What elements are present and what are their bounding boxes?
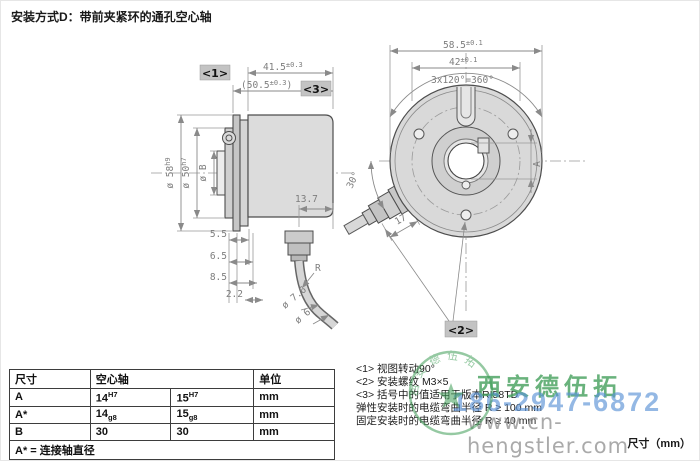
svg-text:A: A (532, 161, 543, 167)
dim-dia-bore: ø B (198, 150, 218, 196)
note-5: 固定安装时的电缆弯曲半径 R ≥ 40 mm (356, 415, 537, 427)
encoder-body (247, 114, 334, 218)
svg-text:R: R (315, 263, 321, 274)
dim-42: 42±0.1 (411, 56, 521, 101)
dim-13-7: 13.7 (295, 194, 334, 229)
cell-dim: B (9, 422, 91, 441)
dim-58-5: 58.5±0.1 (389, 39, 543, 153)
table-footnote: A* = 连接轴直径 (9, 439, 335, 460)
svg-text:8.5: 8.5 (210, 272, 227, 283)
table-row-Astar: A* 14g8 15g8 mm (9, 405, 335, 424)
dimension-table: 尺寸 空心轴 单位 A 14H7 15H7 mm A* 14g8 15g8 mm… (9, 369, 335, 460)
clamp-slot (456, 87, 476, 127)
table-header-row: 尺寸 空心轴 单位 (9, 369, 335, 389)
seal-text: 西安德伍拓 (407, 349, 478, 397)
bolt-circle (411, 106, 521, 216)
flange-plate (232, 114, 241, 232)
svg-text:6.5: 6.5 (210, 251, 227, 262)
cell-value: 14H7 (89, 388, 172, 407)
front-view: 17 (343, 39, 585, 338)
col-header-shaft: 空心轴 (89, 369, 255, 389)
hole-pattern-arc (389, 72, 543, 118)
svg-text:西安德伍拓: 西安德伍拓 (407, 349, 484, 397)
seal-star-icon (437, 383, 465, 408)
svg-text:5.5: 5.5 (210, 229, 227, 240)
col-header-unit: 单位 (253, 369, 335, 389)
hollow-bore (447, 142, 485, 180)
svg-text:2.2: 2.2 (226, 289, 243, 300)
watermark-company: 西安德伍拓 (477, 374, 622, 401)
callout-3: <3> (300, 80, 332, 97)
hollow-shaft (216, 150, 226, 196)
cell-value: 14g8 (89, 405, 172, 424)
col-header-dim: 尺寸 (9, 369, 91, 389)
cell-dim: A* (9, 405, 91, 424)
dim-A: A (471, 129, 543, 193)
note-3: <3> 括号中的值适用于版本RI58TD (356, 389, 519, 401)
mounting-holes (413, 128, 519, 221)
cell-dim: A (9, 388, 91, 407)
table-row-B: B 30 30 mm (9, 422, 335, 441)
svg-text:42±0.1: 42±0.1 (449, 56, 477, 68)
dim-17: 17 (393, 212, 408, 227)
clamp-screw-front (477, 137, 490, 154)
cell-value: 15g8 (170, 405, 255, 424)
clamp-screw (222, 131, 236, 145)
svg-text:(50.5±0.3): (50.5±0.3) (241, 79, 292, 91)
svg-text:ø 50h7: ø 50h7 (180, 157, 192, 188)
unit-note: 尺寸（mm） (627, 438, 691, 450)
dim-3x120: 3x120°=360° (431, 75, 494, 86)
svg-text:<2>: <2> (448, 324, 474, 337)
note-4: 弹性安装时的电缆弯曲半径 R ≥ 100 mm (356, 402, 543, 414)
page-title: 安装方式D：带前夹紧环的通孔空心轴 (11, 10, 212, 24)
svg-text:58.5±0.1: 58.5±0.1 (443, 39, 483, 51)
svg-text:ø B: ø B (198, 164, 209, 181)
cable-gland-side (284, 230, 314, 262)
svg-text:ø 58h9: ø 58h9 (164, 157, 176, 188)
note-2: <2> 安装螺纹 M3×5 (356, 376, 449, 388)
callout-1: <1> (199, 64, 231, 81)
cell-unit: mm (253, 422, 335, 441)
notes-block: <1> 视图转动90° <2> 安装螺纹 M3×5 <3> 括号中的值适用于版本… (356, 363, 696, 428)
dim-steps: 5.5 6.5 8.5 2.2 (210, 229, 263, 304)
watermark-website: www.cn-hengstler.com (467, 410, 630, 458)
side-view: 41.5±0.3 (50.5±0.3) <1> <3> ø (151, 61, 353, 330)
cell-unit: mm (253, 405, 335, 424)
svg-text:41.5±0.3: 41.5±0.3 (263, 61, 303, 73)
cell-value: 30 (170, 422, 255, 441)
cell-value: 15H7 (170, 388, 255, 407)
svg-text:<1>: <1> (202, 67, 228, 80)
callout-2: <2> (384, 221, 478, 338)
dim-dia-58: ø 58h9 (164, 114, 233, 232)
dim-dia-50: ø 50h7 (180, 127, 225, 219)
table-row-A: A 14H7 15H7 mm (9, 388, 335, 407)
svg-text:<3>: <3> (303, 83, 329, 96)
flange-step (239, 119, 249, 227)
set-screw (461, 180, 471, 190)
svg-text:13.7: 13.7 (295, 194, 318, 205)
cell-value: 30 (89, 422, 172, 441)
watermark-seal: 西安德伍拓 (407, 349, 494, 436)
cell-unit: mm (253, 388, 335, 407)
table-footer-row: A* = 连接轴直径 (9, 439, 335, 460)
